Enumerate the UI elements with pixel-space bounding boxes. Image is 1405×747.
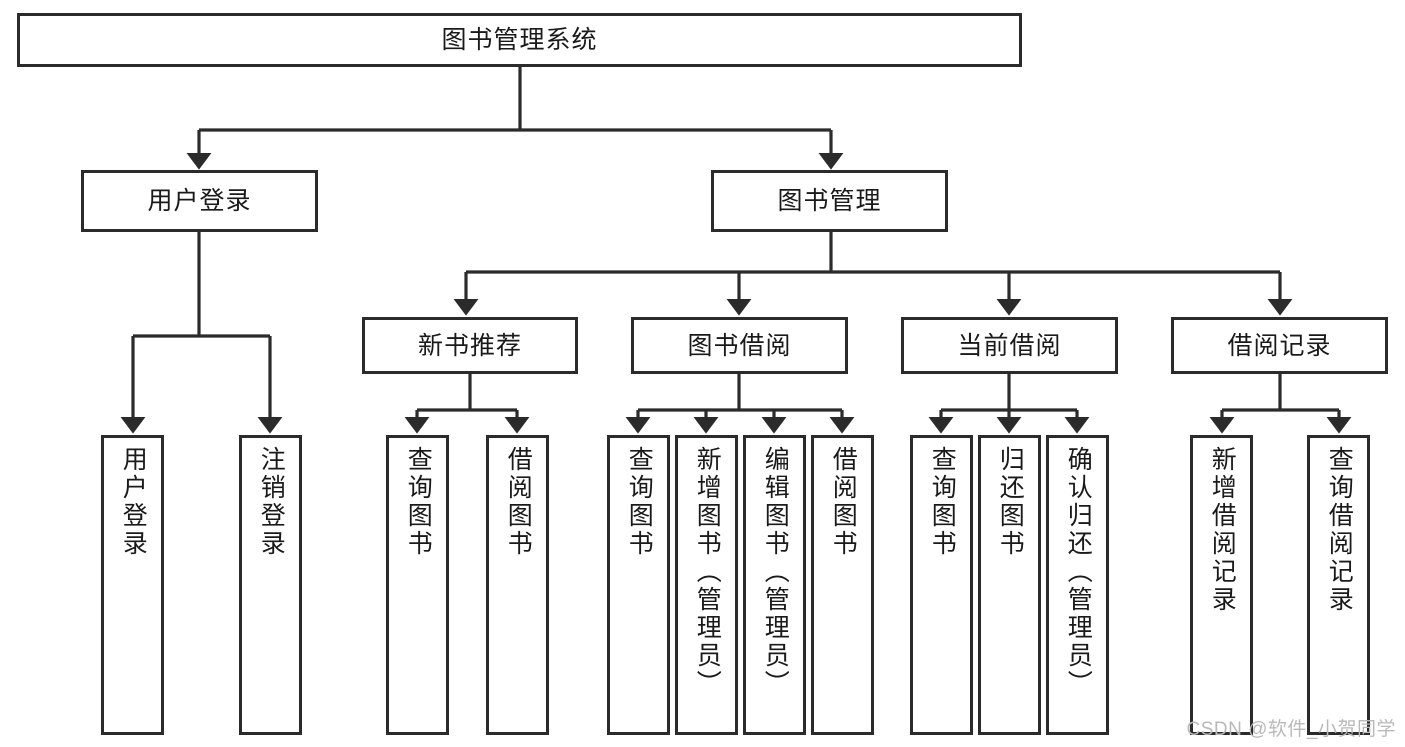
node-label: 注销登录 bbox=[257, 446, 286, 558]
node-label: 图书管理系统 bbox=[441, 26, 598, 54]
leaf-query-book-current[interactable]: 查询图书 bbox=[910, 435, 973, 735]
node-current-borrow[interactable]: 当前借阅 bbox=[901, 317, 1118, 374]
node-label: 用户登录 bbox=[119, 446, 148, 558]
node-label: 借阅图书 bbox=[829, 446, 858, 558]
leaf-user-logout[interactable]: 注销登录 bbox=[239, 435, 302, 735]
leaf-confirm-return-admin[interactable]: 确认归还（管理员） bbox=[1046, 435, 1109, 735]
leaf-user-login[interactable]: 用户登录 bbox=[101, 435, 164, 735]
node-root-system[interactable]: 图书管理系统 bbox=[17, 13, 1022, 67]
node-borrow-record[interactable]: 借阅记录 bbox=[1171, 317, 1388, 374]
node-label: 查询借阅记录 bbox=[1325, 446, 1354, 614]
node-label: 新增图书（管理员） bbox=[693, 446, 722, 698]
node-label: 确认归还（管理员） bbox=[1064, 446, 1093, 698]
node-label: 编辑图书（管理员） bbox=[761, 446, 790, 698]
node-label: 用户登录 bbox=[147, 187, 252, 215]
node-new-book-recommend[interactable]: 新书推荐 bbox=[362, 317, 578, 374]
leaf-return-book[interactable]: 归还图书 bbox=[978, 435, 1041, 735]
node-label: 查询图书 bbox=[928, 446, 957, 558]
node-label: 当前借阅 bbox=[957, 331, 1062, 360]
leaf-borrow-book-recommend[interactable]: 借阅图书 bbox=[486, 435, 549, 735]
node-label: 图书管理 bbox=[777, 187, 882, 215]
node-label: 新书推荐 bbox=[417, 331, 522, 360]
leaf-borrow-book[interactable]: 借阅图书 bbox=[811, 435, 874, 735]
node-label: 查询图书 bbox=[625, 446, 654, 558]
node-label: 图书借阅 bbox=[687, 331, 792, 360]
leaf-add-borrow-record[interactable]: 新增借阅记录 bbox=[1190, 435, 1253, 735]
node-label: 借阅记录 bbox=[1227, 331, 1332, 360]
node-label: 归还图书 bbox=[996, 446, 1025, 558]
node-book-borrow[interactable]: 图书借阅 bbox=[631, 317, 848, 374]
node-user-login[interactable]: 用户登录 bbox=[81, 170, 318, 232]
leaf-query-borrow-record[interactable]: 查询借阅记录 bbox=[1307, 435, 1370, 735]
leaf-query-book-borrow[interactable]: 查询图书 bbox=[607, 435, 670, 735]
leaf-edit-book-admin[interactable]: 编辑图书（管理员） bbox=[743, 435, 806, 735]
node-label: 借阅图书 bbox=[504, 446, 533, 558]
node-label: 查询图书 bbox=[404, 446, 433, 558]
node-book-management[interactable]: 图书管理 bbox=[711, 170, 948, 232]
watermark-text: CSDN @软件_小贺同学 bbox=[1186, 719, 1396, 740]
node-label: 新增借阅记录 bbox=[1208, 446, 1237, 614]
leaf-query-book-recommend[interactable]: 查询图书 bbox=[386, 435, 449, 735]
leaf-add-book-admin[interactable]: 新增图书（管理员） bbox=[675, 435, 738, 735]
